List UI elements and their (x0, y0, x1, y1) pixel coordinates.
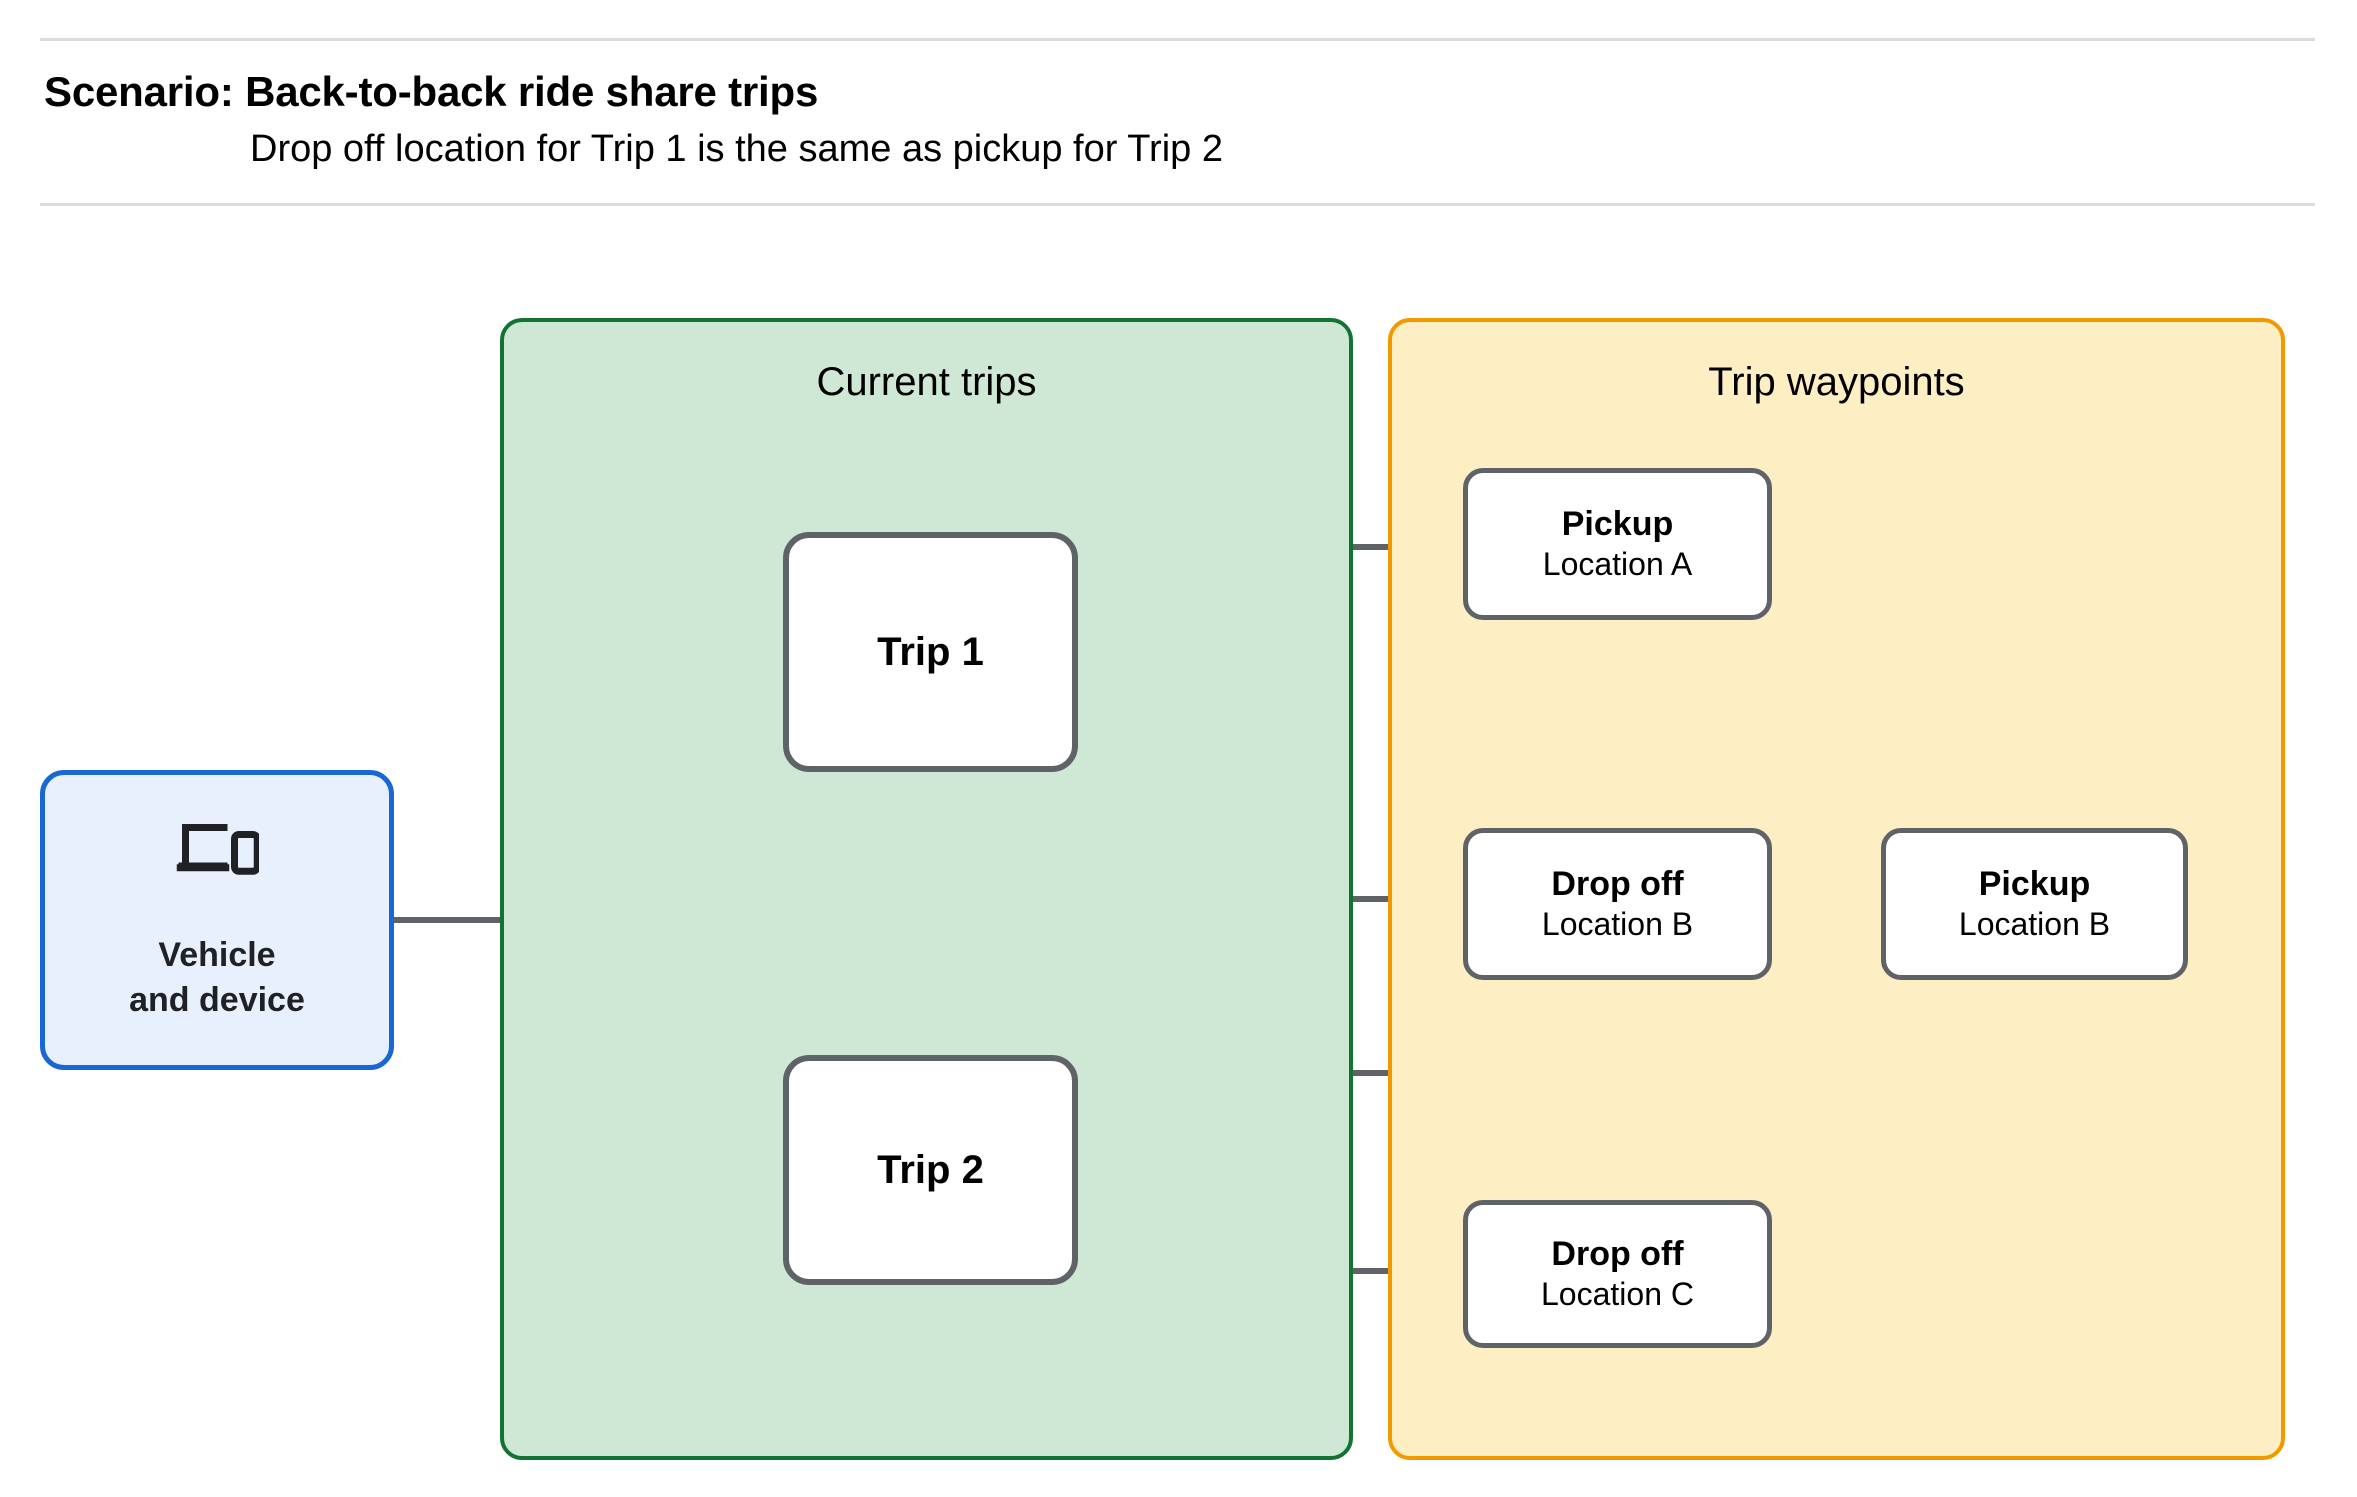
node-trip-2[interactable]: Trip 2 (783, 1055, 1078, 1285)
waypoint-location: Location B (1541, 906, 1694, 943)
devices-icon (176, 824, 259, 875)
node-trip-1-label: Trip 1 (877, 630, 984, 674)
waypoint-location: Location B (1958, 906, 2111, 943)
waypoint-kind: Drop off (1551, 864, 1684, 903)
wire-trip-1-to-dropoff-b (1270, 896, 1468, 902)
group-trip-waypoints-title: Trip waypoints (1708, 360, 1965, 404)
group-current-trips: Current trips (500, 318, 1353, 1460)
waypoint-kind: Pickup (1561, 504, 1674, 543)
node-waypoint-dropoff-b[interactable]: Drop off Location B (1463, 828, 1772, 980)
node-trip-1[interactable]: Trip 1 (783, 532, 1078, 772)
page-subtitle: Drop off location for Trip 1 is the same… (250, 128, 1223, 170)
node-vehicle-label: Vehicle and device (129, 933, 305, 1023)
waypoint-location: Location A (1542, 546, 1693, 583)
page-title: Scenario: Back-to-back ride share trips (44, 68, 819, 115)
header-divider-bottom (40, 203, 2315, 206)
node-waypoint-pickup-a[interactable]: Pickup Location A (1463, 468, 1772, 620)
header-divider-top (40, 38, 2315, 41)
vehicle-label-line-2: and device (129, 981, 305, 1019)
wire-trip-1-to-pickup-a (1270, 544, 1468, 550)
wire-trip-2-to-dropoff-c (1270, 1268, 1468, 1274)
vehicle-label-line-1: Vehicle (158, 936, 276, 975)
node-trip-2-label: Trip 2 (877, 1148, 984, 1192)
node-waypoint-pickup-b[interactable]: Pickup Location B (1881, 828, 2188, 980)
wire-vehicle-to-bus (394, 917, 568, 923)
node-vehicle-and-device[interactable]: Vehicle and device (40, 770, 394, 1070)
group-current-trips-title: Current trips (816, 360, 1037, 404)
waypoint-kind: Pickup (1978, 864, 2091, 903)
waypoint-location: Location C (1541, 1276, 1694, 1313)
waypoint-kind: Drop off (1551, 1234, 1684, 1273)
node-waypoint-dropoff-c[interactable]: Drop off Location C (1463, 1200, 1772, 1348)
